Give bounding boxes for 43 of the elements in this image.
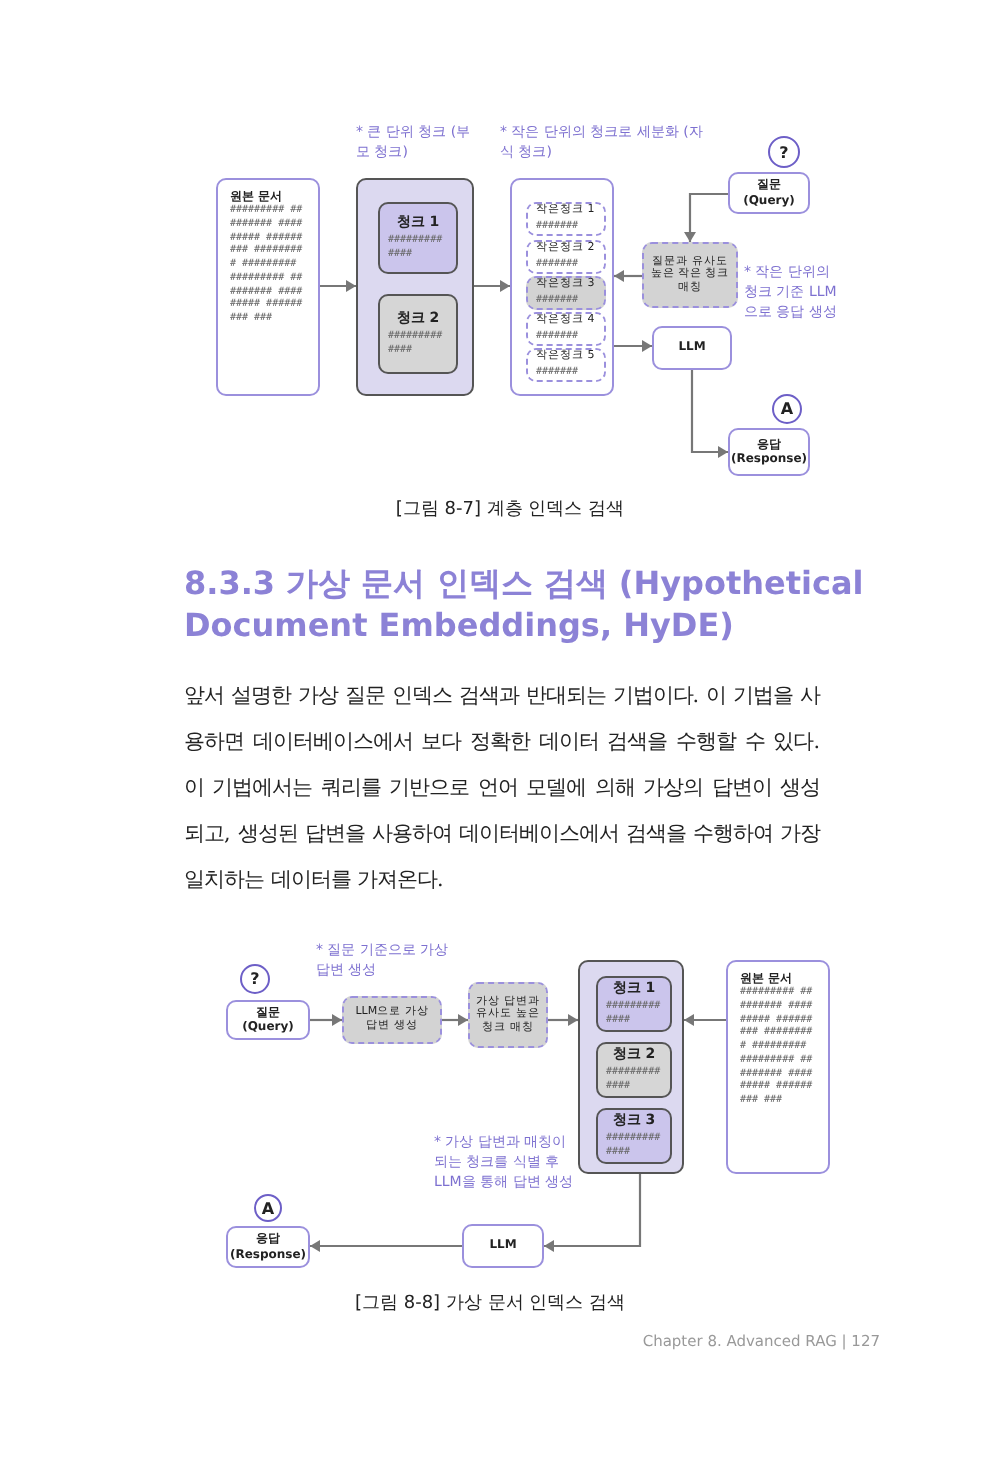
arrow	[614, 270, 642, 282]
arrow	[310, 1240, 462, 1252]
process-box	[642, 242, 738, 308]
body-paragraph: 앞서 설명한 가상 질문 인덱스 검색과 반대되는 기법이다. 이 기법을 사용하면 데이터베이스에서 보다 정확한 데이터 검색을 수행할 수 있다. 이 기법에서는 쿼리를 기반으로 언어 모델에 의해 가상의 답변이 생성되고, 생성된 답변을 사용하여 데이터베이스에서 검색을 수행하여 가장 일치하는 데이터를 가져온다.	[184, 682, 820, 896]
speech-bubble: A	[254, 1194, 282, 1222]
arrow	[474, 280, 510, 292]
arrow	[684, 1014, 726, 1026]
chunk-box	[378, 294, 458, 374]
process-box	[728, 428, 810, 476]
arrow	[548, 1014, 578, 1026]
chunk-box	[596, 976, 672, 1032]
section-heading: 8.3.3 가상 문서 인덱스 검색 (Hypothetical Document Embeddings, HyDE)	[184, 564, 866, 648]
arrow	[310, 1014, 342, 1026]
arrow	[690, 370, 728, 458]
caption: [그림 8-8] 가상 문서 인덱스 검색	[352, 1292, 628, 1316]
process-box	[652, 326, 732, 370]
arrow	[544, 1174, 642, 1252]
process-box	[526, 348, 606, 382]
chunk-box	[596, 1108, 672, 1164]
document-box	[216, 178, 320, 396]
process-box	[468, 982, 548, 1048]
container-box	[510, 178, 614, 396]
speech-bubble: ?	[768, 136, 800, 168]
process-box	[526, 276, 606, 310]
container-box	[578, 960, 684, 1174]
process-box	[526, 202, 606, 236]
document-box	[726, 960, 830, 1174]
chunk-box	[378, 202, 458, 274]
speech-bubble: ?	[240, 964, 270, 994]
chunk-box	[596, 1042, 672, 1098]
process-box	[226, 1000, 310, 1040]
arrow	[614, 340, 652, 352]
caption: [그림 8-7] 계층 인덱스 검색	[393, 498, 627, 522]
speech-bubble: A	[772, 394, 802, 424]
container-box	[356, 178, 474, 396]
process-box	[526, 312, 606, 346]
arrow	[442, 1014, 468, 1026]
arrow	[320, 280, 356, 292]
arrow	[684, 192, 728, 242]
process-box	[342, 996, 442, 1044]
process-box	[526, 240, 606, 274]
process-box	[728, 172, 810, 214]
process-box	[462, 1224, 544, 1268]
